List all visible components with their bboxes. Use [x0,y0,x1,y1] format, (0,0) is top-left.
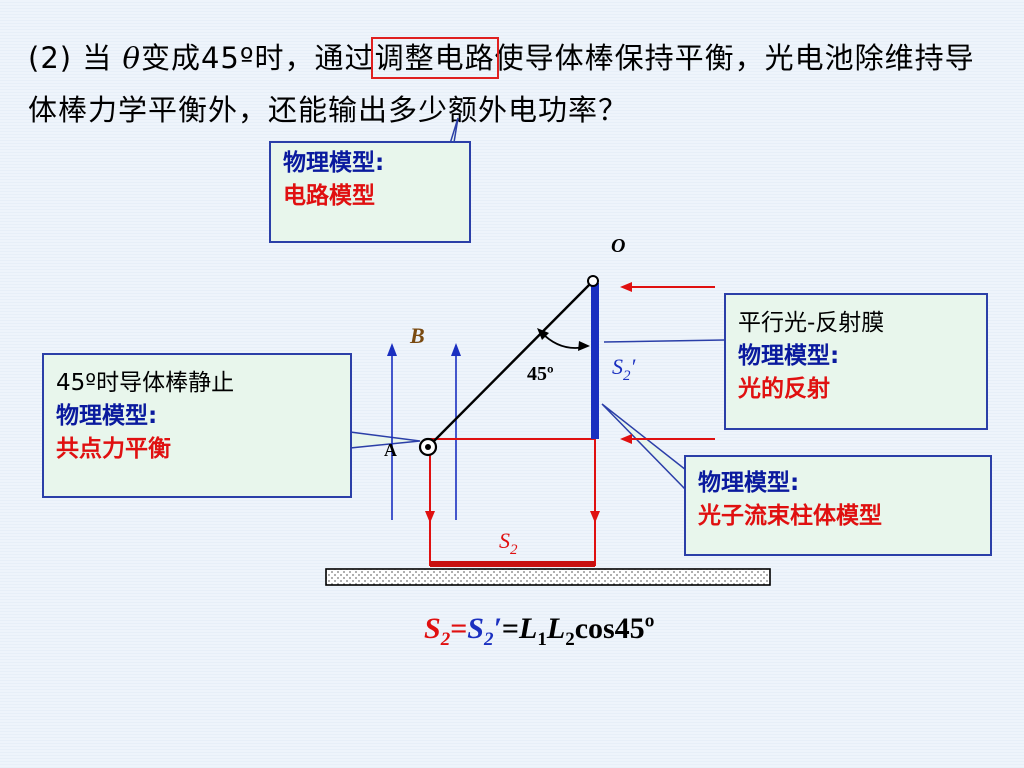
field-arrow-2 [451,343,461,356]
rest-model-value: 共点力平衡 [56,436,171,462]
conductor-rod [427,281,593,448]
ground-surface [325,568,771,586]
formula-l2-sub: 2 [565,629,575,650]
question-text: (2) 当 θ变成45º时，通过调整电路使导体棒保持平衡，光电池除维持导体棒力学… [28,32,1003,136]
formula-cos: cos45º [574,612,655,645]
light-ray-top-arrow [620,282,632,292]
label-s2-prime: S2′ [612,354,637,384]
pivot-a-inner [425,444,431,450]
photon-callout-pointer [601,403,687,492]
field-arrow-1 [387,343,397,356]
s2-area-strip [430,561,595,567]
area-formula: S2=S2′=L1L2cos45º [424,612,655,651]
photon-model-value: 光子流束柱体模型 [698,503,882,529]
label-b: B [409,323,425,348]
formula-s2: S [424,612,441,645]
formula-prime: ′ [493,612,502,645]
light-ray-bottom-arrow [620,434,632,444]
light-model-note: 平行光-反射膜 [738,310,885,336]
photon-model-label: 物理模型: [698,470,800,496]
angle-arc-arrow-end [578,341,590,351]
label-angle: 45º [527,363,554,385]
label-o: O [611,235,625,257]
callout-photon-model: 物理模型: 光子流束柱体模型 [684,455,992,556]
question-part-3: 使导体棒保持平衡，光电池除维持导体棒力学平衡外，还能输出多少额外电功率？ [28,41,975,127]
angle-arc-arrow-start [537,328,549,340]
formula-l2: L [546,612,566,645]
formula-s2-prime: S [467,612,484,645]
circuit-model-value: 电路模型 [283,183,375,209]
formula-eq-2: = [501,612,520,645]
formula-eq-1: = [450,612,468,645]
beam-right-arrow [590,511,600,523]
rest-model-label: 物理模型: [56,403,158,429]
highlight-adjust-circuit: 调整电路 [370,37,499,79]
label-a: A [384,440,397,460]
light-callout-pointer [603,339,725,343]
beam-left-arrow [425,511,435,523]
label-s2: S2 [499,528,518,558]
formula-s2-prime-sub: 2 [483,629,494,650]
reflective-film [591,283,599,439]
callout-rest-model: 45º时导体棒静止 物理模型: 共点力平衡 [42,353,352,498]
pivot-o [587,275,599,287]
question-part-2: 变成45º时，通过 [140,41,375,75]
callout-light-model: 平行光-反射膜 物理模型: 光的反射 [724,293,988,430]
formula-l1-sub: 1 [537,629,547,650]
rest-model-note: 45º时导体棒静止 [56,370,235,396]
formula-s2-sub: 2 [440,629,451,650]
light-model-value: 光的反射 [738,376,830,402]
callout-circuit-model: 物理模型: 电路模型 [269,141,471,243]
circuit-model-label: 物理模型: [283,150,385,176]
question-part-1: (2) 当 [28,41,123,75]
theta-symbol: θ [122,41,141,75]
formula-l1: L [519,612,538,645]
light-model-label: 物理模型: [738,343,840,369]
